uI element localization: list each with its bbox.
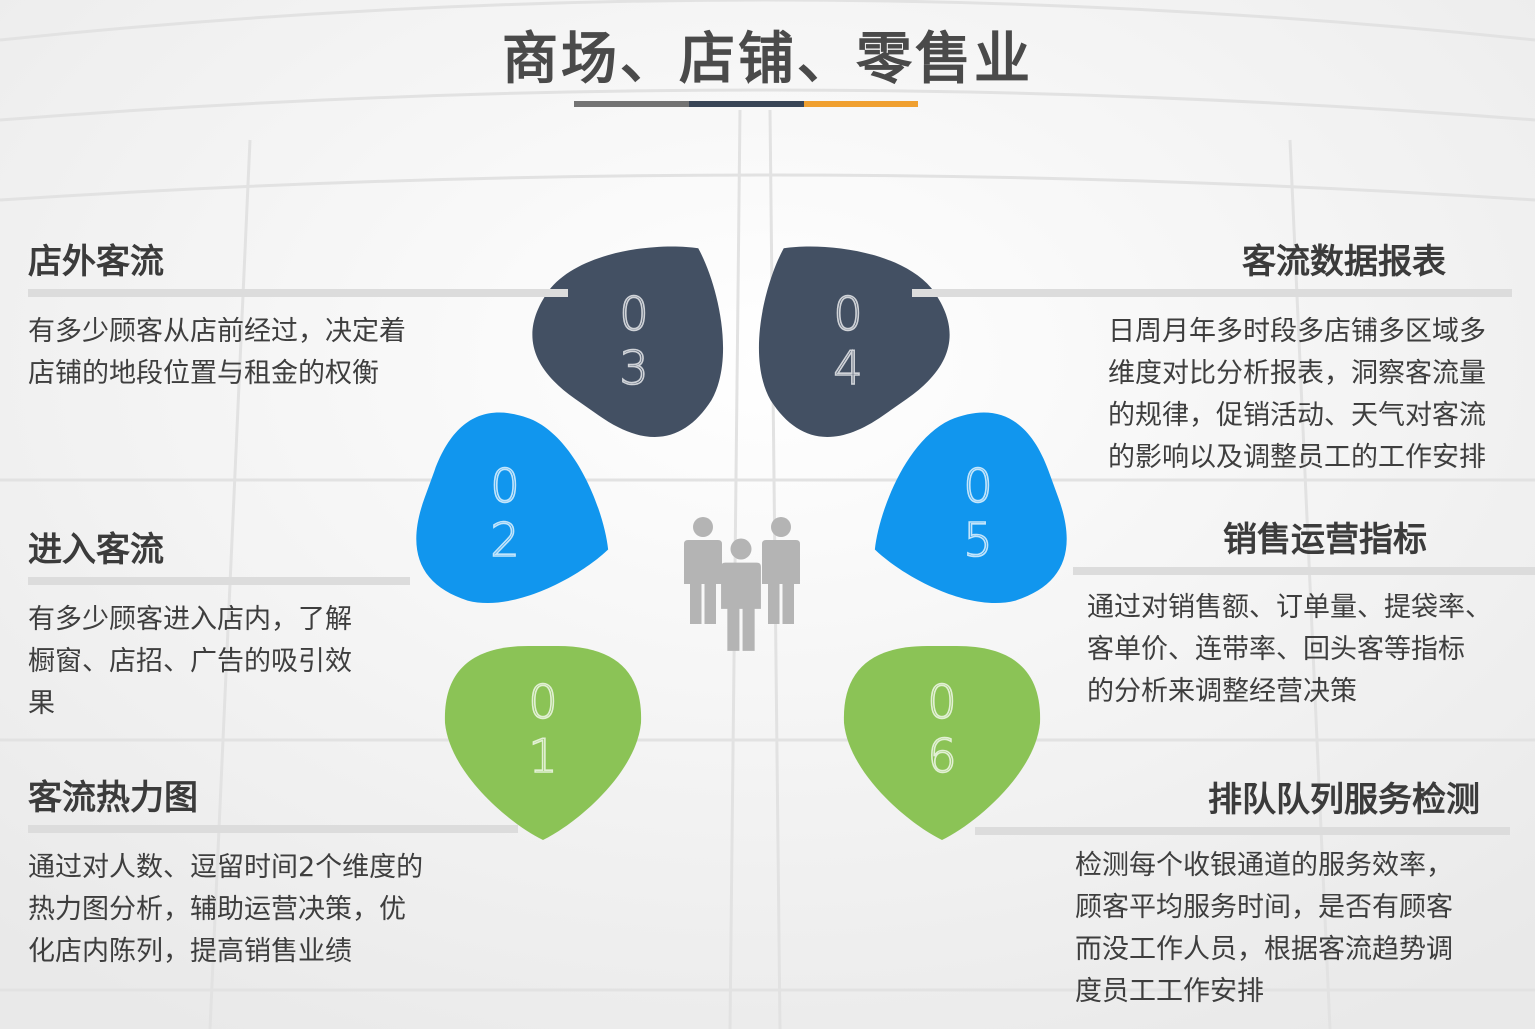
item-03-text: 有多少顾客从店前经过，决定着 店铺的地段位置与租金的权衡 bbox=[28, 311, 568, 395]
petal-number-digit: 1 bbox=[528, 729, 557, 783]
petal-03: 03 bbox=[532, 246, 723, 437]
item-06-rule bbox=[975, 827, 1510, 835]
petal-number-digit: 0 bbox=[490, 459, 519, 513]
item-06-block: 排队队列服务检测 检测每个收银通道的服务效率， 顾客平均服务时间，是否有顾客 而… bbox=[975, 772, 1510, 1013]
petal-01: 01 bbox=[444, 646, 642, 840]
item-04-text: 日周月年多时段多店铺多区域多 维度对比分析报表，洞察客流量 的规律，促销活动、天… bbox=[912, 311, 1512, 479]
item-03-rule bbox=[28, 289, 568, 297]
item-01-line: 化店内陈列，提高销售业绩 bbox=[28, 936, 352, 967]
item-01-block: 客流热力图 通过对人数、逗留时间2个维度的 热力图分析，辅助运营决策，优 化店内… bbox=[28, 770, 518, 973]
petal-number-digit: 4 bbox=[833, 341, 862, 395]
petal-05: 05 bbox=[874, 412, 1067, 603]
petal-02: 02 bbox=[416, 412, 609, 603]
item-06-text: 检测每个收银通道的服务效率， 顾客平均服务时间，是否有顾客 而没工作人员，根据客… bbox=[975, 845, 1510, 1013]
item-03-line: 店铺的地段位置与租金的权衡 bbox=[28, 358, 379, 389]
title-underline-orange bbox=[804, 101, 918, 107]
petal-06: 06 bbox=[843, 646, 1041, 840]
item-01-line: 通过对人数、逗留时间2个维度的 bbox=[28, 852, 424, 883]
item-04-line: 维度对比分析报表，洞察客流量 bbox=[1108, 358, 1486, 389]
item-04-block: 客流数据报表 日周月年多时段多店铺多区域多 维度对比分析报表，洞察客流量 的规律… bbox=[912, 234, 1512, 479]
item-06-line: 检测每个收银通道的服务效率， bbox=[1075, 850, 1453, 881]
item-01-line: 热力图分析，辅助运营决策，优 bbox=[28, 894, 406, 925]
item-04-line: 的影响以及调整员工的工作安排 bbox=[1108, 442, 1486, 473]
item-06-line: 而没工作人员，根据客流趋势调 bbox=[1075, 934, 1453, 965]
item-02-block: 进入客流 有多少顾客进入店内，了解 橱窗、店招、广告的吸引效 果 bbox=[28, 522, 410, 725]
item-01-text: 通过对人数、逗留时间2个维度的 热力图分析，辅助运营决策，优 化店内陈列，提高销… bbox=[28, 847, 518, 973]
item-04-line: 日周月年多时段多店铺多区域多 bbox=[1108, 316, 1486, 347]
item-06-heading: 排队队列服务检测 bbox=[1208, 780, 1480, 820]
item-05-line: 客单价、连带率、回头客等指标 bbox=[1087, 634, 1465, 665]
item-02-line: 有多少顾客进入店内，了解 bbox=[28, 604, 352, 635]
item-05-block: 销售运营指标 通过对销售额、订单量、提袋率、 客单价、连带率、回头客等指标 的分… bbox=[1073, 512, 1535, 713]
title-underline-gray bbox=[574, 101, 689, 107]
item-02-line: 橱窗、店招、广告的吸引效 bbox=[28, 646, 352, 677]
petal-shape bbox=[843, 646, 1041, 840]
item-05-line: 通过对销售额、订单量、提袋率、 bbox=[1087, 592, 1492, 623]
item-05-line: 的分析来调整经营决策 bbox=[1087, 676, 1357, 707]
item-02-line: 果 bbox=[28, 688, 55, 719]
title-underline-navy bbox=[689, 101, 804, 107]
petal-number-digit: 0 bbox=[528, 675, 557, 729]
item-05-rule bbox=[1073, 567, 1535, 575]
petal-shape bbox=[874, 412, 1067, 603]
petal-04: 04 bbox=[759, 246, 950, 437]
petal-number-digit: 5 bbox=[963, 513, 992, 567]
item-04-rule bbox=[912, 289, 1512, 297]
petal-number-digit: 0 bbox=[833, 287, 862, 341]
item-03-line: 有多少顾客从店前经过，决定着 bbox=[28, 316, 406, 347]
petal-number-digit: 0 bbox=[963, 459, 992, 513]
petal-number-digit: 0 bbox=[619, 287, 648, 341]
petal-shape bbox=[416, 412, 609, 603]
item-05-heading: 销售运营指标 bbox=[1223, 520, 1427, 560]
item-03-block: 店外客流 有多少顾客从店前经过，决定着 店铺的地段位置与租金的权衡 bbox=[28, 234, 568, 395]
petal-number-digit: 6 bbox=[927, 729, 956, 783]
item-01-rule bbox=[28, 825, 518, 833]
petal-shape bbox=[759, 246, 950, 437]
petal-number-digit: 3 bbox=[619, 341, 648, 395]
item-05-text: 通过对销售额、订单量、提袋率、 客单价、连带率、回头客等指标 的分析来调整经营决… bbox=[1073, 587, 1535, 713]
petal-shape bbox=[444, 646, 642, 840]
item-06-line: 度员工工作安排 bbox=[1075, 976, 1264, 1007]
item-02-heading: 进入客流 bbox=[28, 530, 164, 570]
petal-number-digit: 0 bbox=[927, 675, 956, 729]
petal-shape bbox=[532, 246, 723, 437]
item-01-heading: 客流热力图 bbox=[28, 778, 198, 818]
page-title: 商场、店铺、零售业 bbox=[502, 27, 1033, 92]
item-02-text: 有多少顾客进入店内，了解 橱窗、店招、广告的吸引效 果 bbox=[28, 599, 410, 725]
item-03-heading: 店外客流 bbox=[28, 242, 164, 282]
item-04-line: 的规律，促销活动、天气对客流 bbox=[1108, 400, 1486, 431]
item-02-rule bbox=[28, 577, 410, 585]
item-04-heading: 客流数据报表 bbox=[1242, 242, 1446, 282]
petal-number-digit: 2 bbox=[490, 513, 519, 567]
item-06-line: 顾客平均服务时间，是否有顾客 bbox=[1075, 892, 1453, 923]
